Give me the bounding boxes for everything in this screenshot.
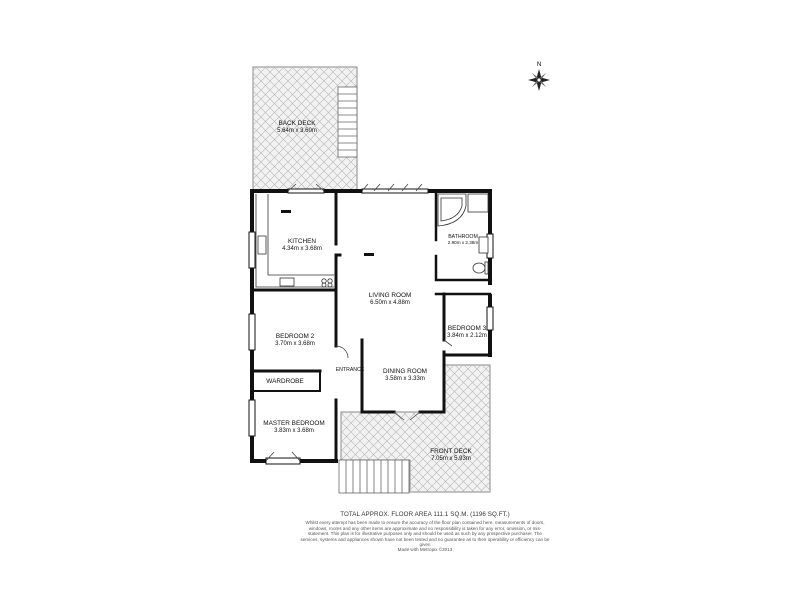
bedroom-3-dims: 3.84m x 2.12m xyxy=(447,333,487,339)
wardrobe-label: WARDROBE xyxy=(266,378,303,385)
made-with-credit: Made with Metropix ©2013 xyxy=(397,547,453,552)
living-room-label: LIVING ROOM xyxy=(369,292,412,299)
shower-icon xyxy=(467,193,489,213)
corner-bath-icon xyxy=(437,193,467,227)
bathroom-fixtures xyxy=(437,193,489,275)
back-deck-label: BACK DECK xyxy=(279,120,317,127)
master-bedroom-label: MASTER BEDROOM xyxy=(263,420,324,427)
bedroom-2-dims: 3.70m x 3.68m xyxy=(275,341,315,347)
kitchen-island-mark xyxy=(281,210,291,213)
toilet-icon xyxy=(472,262,486,274)
living-room-dims: 6.50m x 4.88m xyxy=(370,300,410,306)
total-floor-area: TOTAL APPROX. FLOOR AREA 111.1 SQ.M. (11… xyxy=(340,511,510,518)
bathroom-dims: 2.90m x 2.38m xyxy=(448,240,479,245)
front-deck-dims: 7.05m x 5.93m xyxy=(431,456,471,462)
bedroom-3-label: BEDROOM 3 xyxy=(448,325,487,332)
front-deck-label: FRONT DECK xyxy=(430,448,472,455)
compass-north-label: N xyxy=(537,61,542,68)
doors xyxy=(265,183,453,462)
windows xyxy=(248,188,494,465)
front-deck-stairs xyxy=(338,459,410,494)
kitchen-counter xyxy=(255,194,334,288)
bedroom-2-label: BEDROOM 2 xyxy=(276,333,315,340)
bathroom-label: BATHROOM xyxy=(448,234,478,240)
back-deck-stairs xyxy=(337,86,358,158)
kitchen-dims: 4.34m x 3.68m xyxy=(282,246,322,252)
stove-burner-icon xyxy=(321,278,327,284)
walls xyxy=(250,189,492,463)
kitchen-label: KITCHEN xyxy=(288,238,316,245)
dining-room-dims: 3.58m x 3.33m xyxy=(385,376,425,382)
entrance-label: ENTRANCE xyxy=(336,367,365,373)
back-deck-dims: 5.64m x 3.60m xyxy=(277,128,317,134)
disclaimer-text: Whilst every attempt has been made to en… xyxy=(300,520,550,548)
vanity-icon xyxy=(478,236,489,254)
dining-room-label: DINING ROOM xyxy=(383,368,427,375)
sink-icon xyxy=(257,235,267,255)
master-bedroom-dims: 3.83m x 3.68m xyxy=(274,428,314,434)
living-wall-mark xyxy=(364,253,374,256)
compass-icon: N xyxy=(528,61,550,91)
